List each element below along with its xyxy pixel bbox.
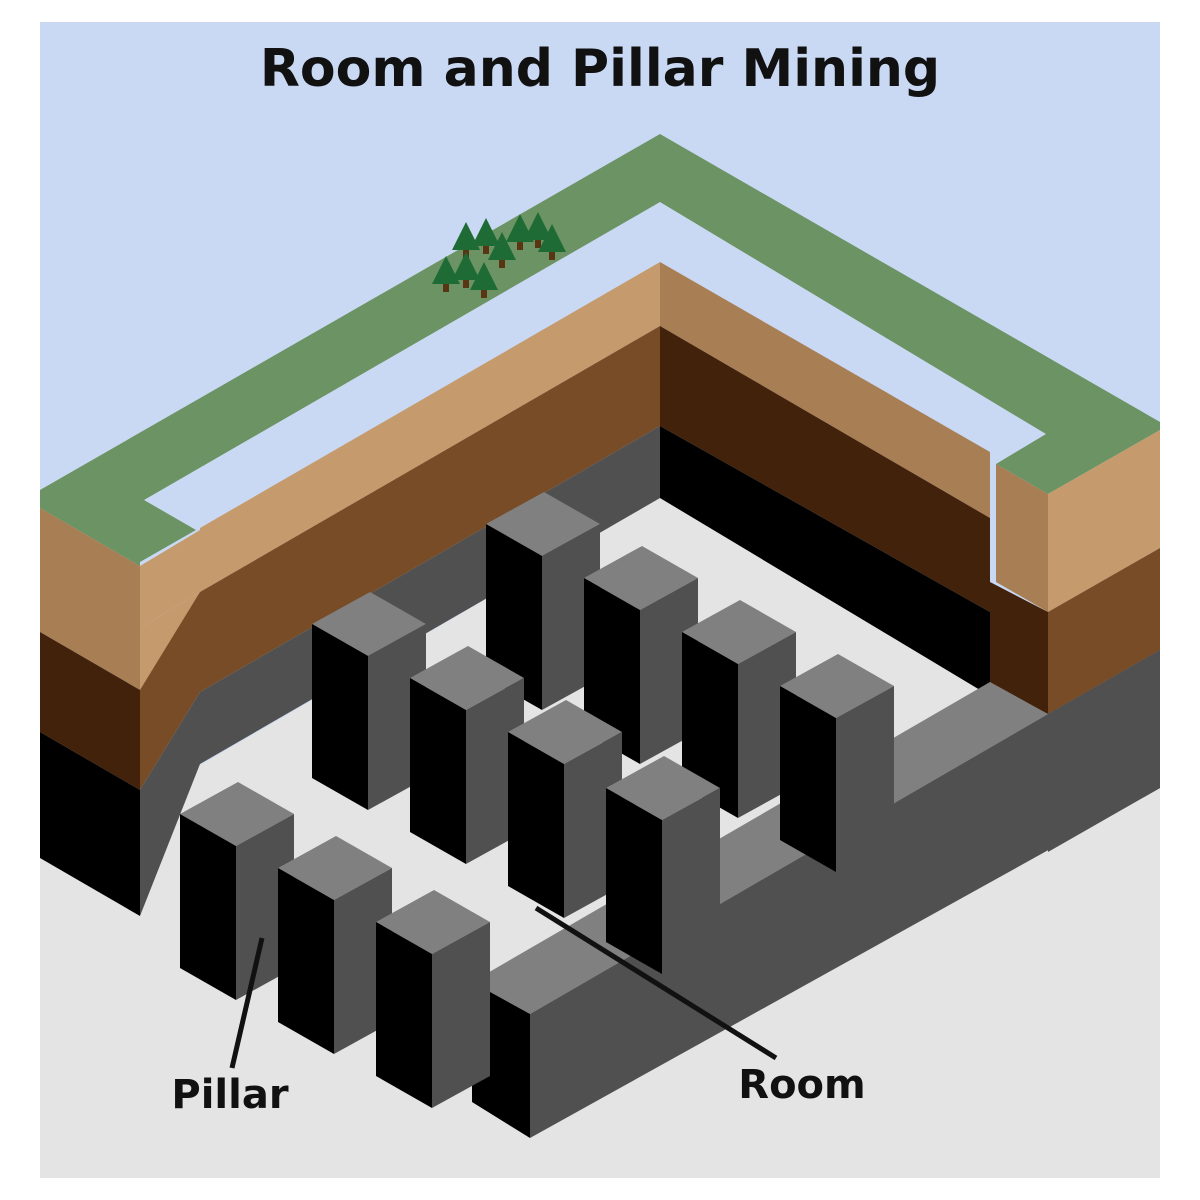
tree-trunk — [549, 248, 555, 260]
pillar-top — [508, 700, 622, 764]
tree-trunk — [535, 236, 541, 248]
pillar — [312, 592, 426, 810]
tree-icon — [470, 262, 498, 298]
front-left-lower-soil — [40, 632, 140, 790]
front-left-upper-soil — [40, 508, 140, 690]
pillar-top — [312, 592, 426, 656]
tree-crown — [538, 224, 566, 252]
pillars — [180, 492, 894, 1108]
front-right-lower-soil-side — [990, 582, 1048, 714]
pillar-right-face — [836, 686, 894, 872]
room-leader-line — [534, 905, 778, 1061]
tree-icon — [488, 232, 516, 268]
pillar-top — [410, 646, 524, 710]
pillar-right-face — [662, 788, 720, 974]
front-left-wall-grass-edge — [40, 490, 140, 566]
tree-crown — [524, 212, 552, 240]
tree-trunk — [499, 256, 505, 268]
lower-soil-left — [200, 326, 660, 692]
front-right-upper-soil-side — [996, 464, 1048, 612]
grass-surface — [40, 134, 1160, 562]
room-label: Room — [738, 1062, 865, 1108]
rock-right — [660, 426, 990, 696]
pillar-top — [486, 492, 600, 556]
pillar — [376, 890, 490, 1108]
pillar — [508, 700, 622, 918]
tree-trunk — [463, 276, 469, 288]
tree-crown — [452, 252, 480, 280]
pillar-left-face — [584, 578, 640, 764]
pillar-left-face — [180, 814, 236, 1000]
front-right-upper-soil — [1048, 430, 1160, 612]
pillar-top — [780, 654, 894, 718]
front-left-rock — [40, 732, 140, 916]
tree-crown — [470, 262, 498, 290]
upper-soil-right — [660, 262, 990, 518]
front-left-side-soil — [140, 530, 200, 628]
pillar — [410, 646, 524, 864]
pillar — [606, 756, 720, 974]
pillar-left-face — [682, 632, 738, 818]
tree-crown — [452, 222, 480, 250]
pillar-top — [376, 890, 490, 954]
tree-trunk — [483, 242, 489, 254]
tree-icon — [524, 212, 552, 248]
tree-crown — [488, 232, 516, 260]
front-left-wall — [40, 490, 200, 916]
front-left-side-rock — [140, 692, 200, 916]
tree-icon — [452, 252, 480, 288]
tree-trunk — [517, 238, 523, 250]
pillar-left-face — [410, 678, 466, 864]
front-left-side-dark — [140, 592, 200, 790]
pillar — [584, 546, 698, 764]
right-wall-strata — [660, 262, 990, 696]
tree-icon — [472, 218, 500, 254]
tree-crown — [432, 256, 460, 284]
pillar-left-face — [278, 868, 334, 1054]
pillar-label: Pillar — [171, 1072, 288, 1118]
pillar-left-face — [312, 624, 368, 810]
pillar-right-face — [432, 922, 490, 1108]
pillar — [278, 836, 392, 1054]
tree-icon — [538, 224, 566, 260]
pillar-leader-line — [229, 937, 265, 1069]
pillar — [486, 492, 600, 710]
lower-soil-right — [660, 326, 990, 612]
trees — [432, 212, 566, 298]
front-right-lower-soil — [1048, 548, 1160, 714]
upper-soil-left — [200, 262, 660, 592]
pillar-left-face — [376, 922, 432, 1108]
tree-crown — [472, 218, 500, 246]
rock-ridge-front — [530, 650, 1160, 1138]
pillar-top — [584, 546, 698, 610]
pillar-left-face — [508, 732, 564, 918]
pillar-left-face — [486, 524, 542, 710]
pillar-top — [606, 756, 720, 820]
tree-trunk — [443, 280, 449, 292]
pillar-left-face — [606, 788, 662, 974]
pillar-top — [278, 836, 392, 900]
pillar — [180, 782, 294, 1000]
pillar-top — [180, 782, 294, 846]
pillar-top — [682, 600, 796, 664]
tree-icon — [432, 256, 460, 292]
pillar-left-face — [780, 686, 836, 872]
tree-trunk — [481, 286, 487, 298]
diagram-title: Room and Pillar Mining — [260, 39, 940, 99]
pillar — [780, 654, 894, 872]
